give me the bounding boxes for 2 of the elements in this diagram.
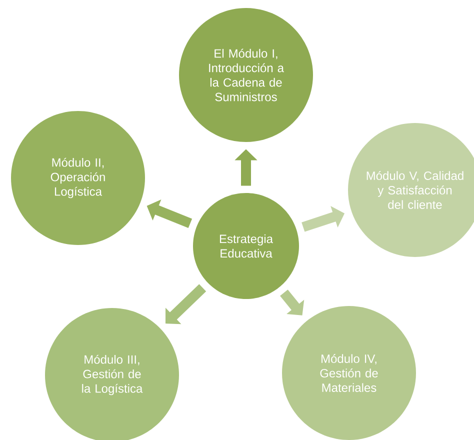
block-arrow xyxy=(165,284,206,324)
block-arrow xyxy=(280,290,304,316)
